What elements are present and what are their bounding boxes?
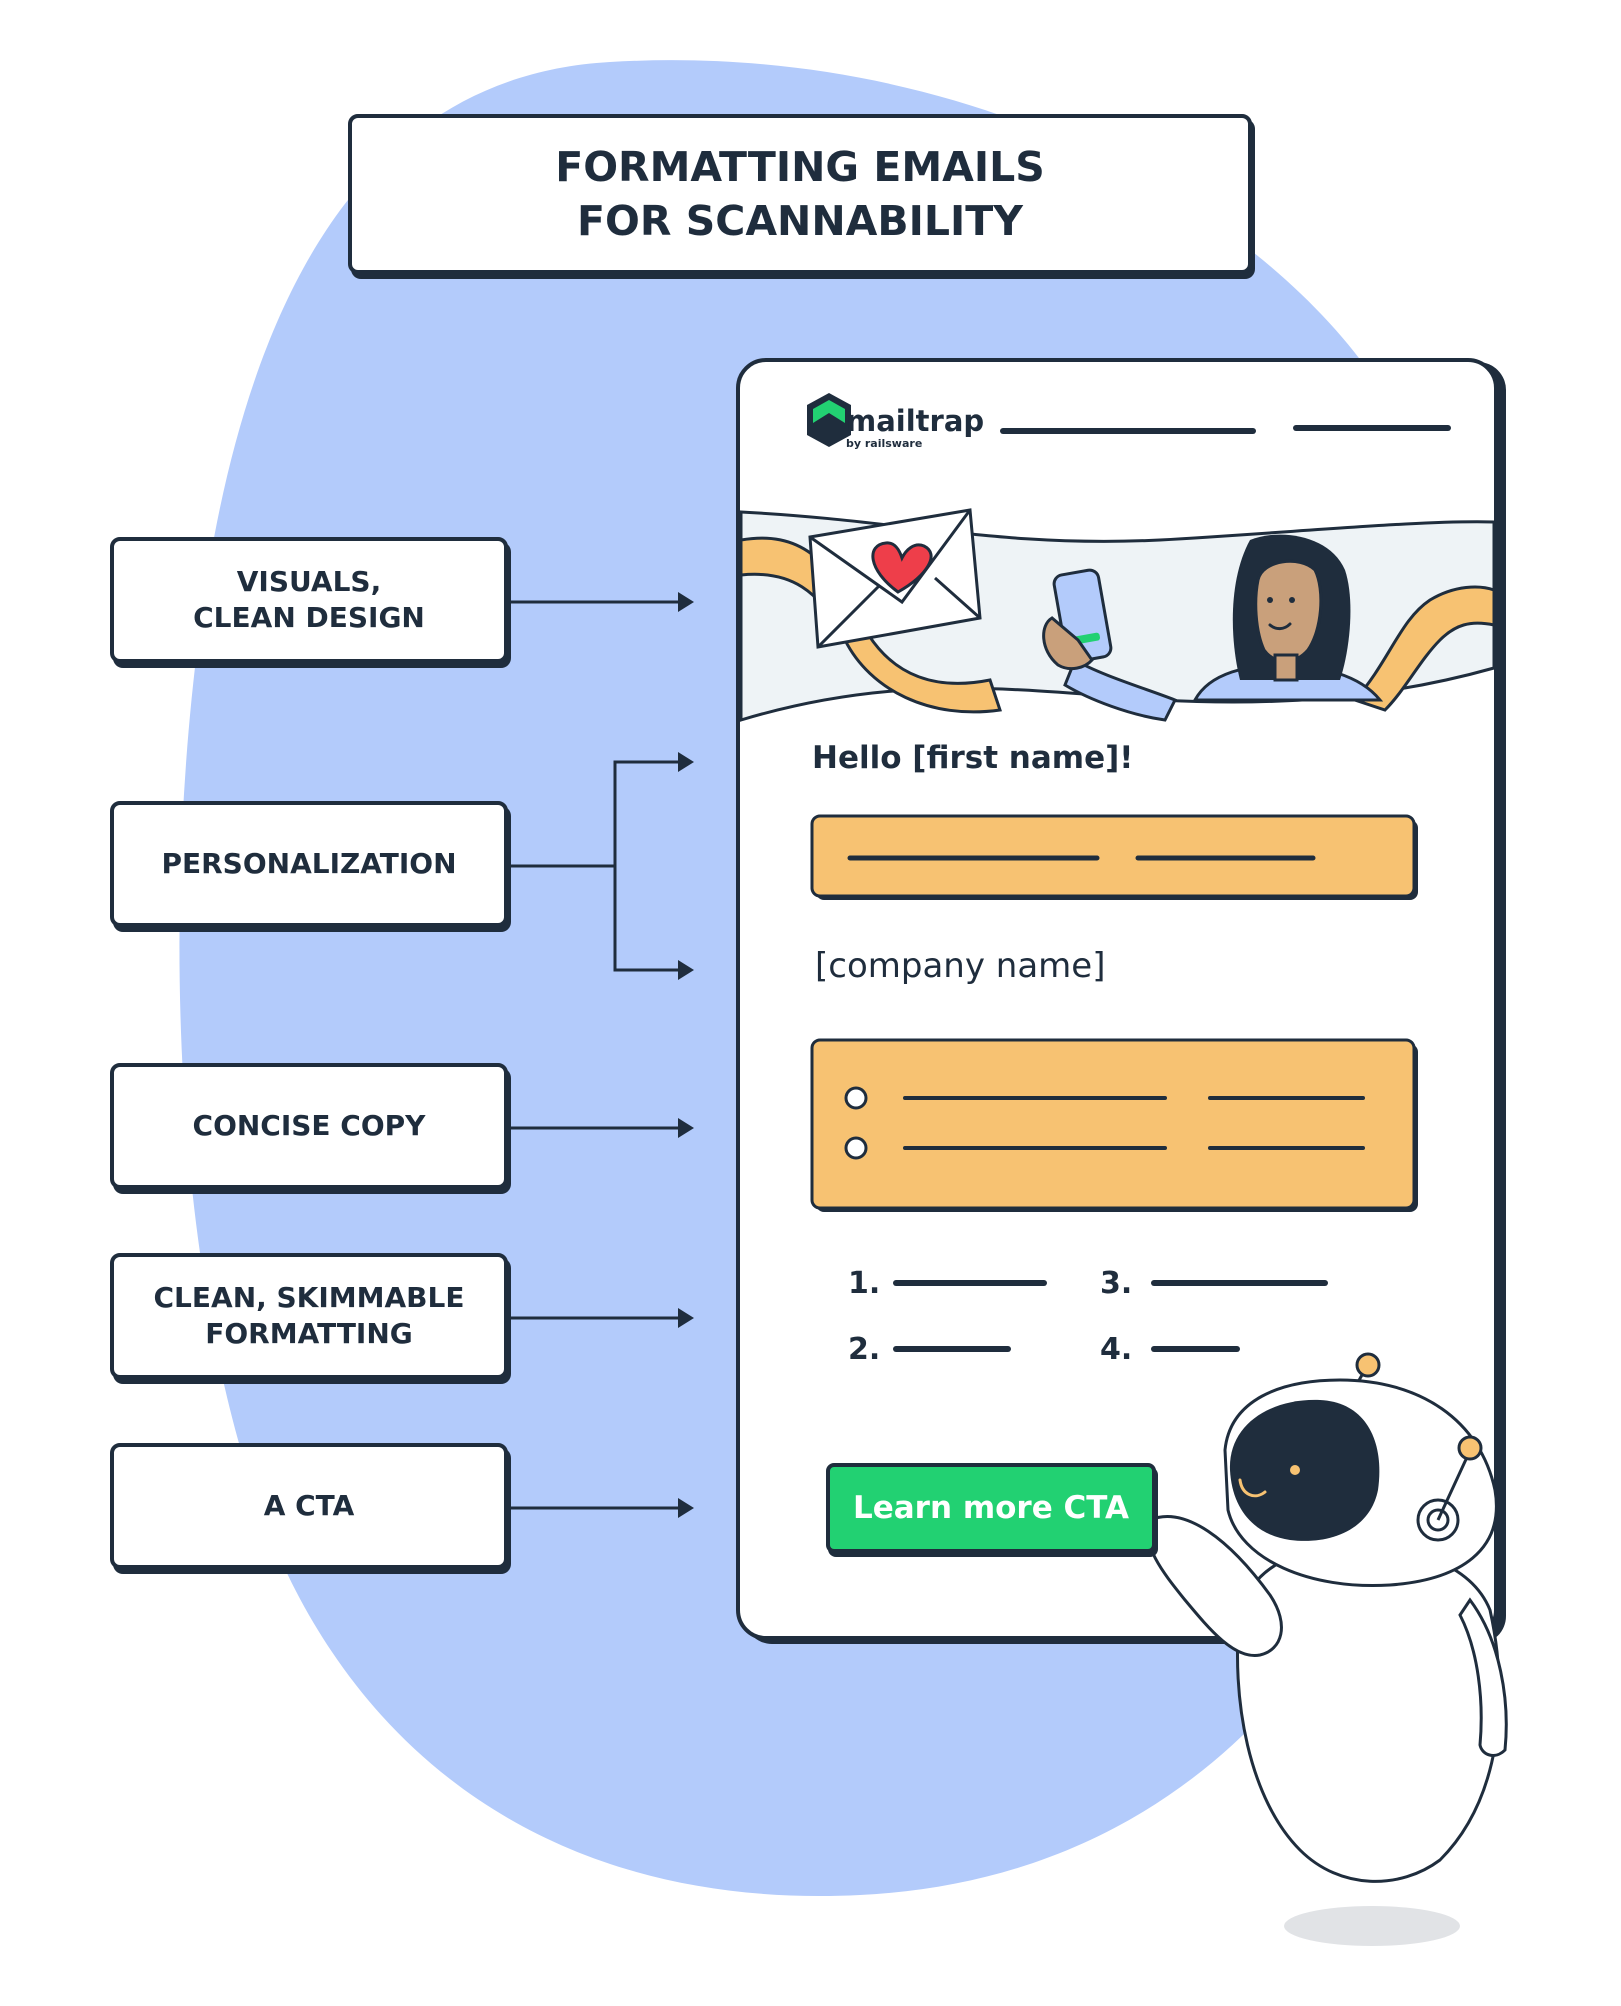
label-text: CLEAN, SKIMMABLE FORMATTING	[153, 1281, 465, 1350]
robot-mascot-icon	[1146, 1352, 1508, 1946]
label-visuals-clean-design: VISUALS, CLEAN DESIGN	[110, 537, 508, 663]
label-personalization: PERSONALIZATION	[110, 801, 508, 927]
email-greeting: Hello [first name]!	[812, 740, 1134, 776]
highlight-bar	[810, 814, 1416, 898]
title-line-1: FORMATTING EMAILS	[555, 143, 1045, 191]
learn-more-cta-button[interactable]: Learn more CTA	[826, 1463, 1156, 1553]
ribbon-right	[1352, 585, 1496, 712]
brand-name: mailtrap	[846, 404, 985, 438]
mailtrap-logo-icon	[807, 393, 851, 447]
heart-envelope-icon	[808, 508, 982, 649]
company-name: [company name]	[815, 946, 1106, 986]
connector-lines	[508, 600, 680, 1510]
woman-avatar-icon	[1192, 534, 1384, 702]
list-number: 4.	[1100, 1332, 1133, 1367]
label-skimmable-formatting: CLEAN, SKIMMABLE FORMATTING	[110, 1253, 508, 1379]
bullet-dot	[844, 1136, 868, 1160]
label-text: A CTA	[263, 1489, 355, 1522]
list-number: 1.	[848, 1266, 881, 1301]
label-concise-copy: CONCISE COPY	[110, 1063, 508, 1189]
label-text: PERSONALIZATION	[161, 847, 457, 880]
label-text: CONCISE COPY	[192, 1109, 426, 1142]
phone-icon	[1042, 568, 1178, 722]
label-text: VISUALS, CLEAN DESIGN	[193, 565, 425, 634]
label-a-cta: A CTA	[110, 1443, 508, 1569]
list-number: 2.	[848, 1332, 881, 1367]
brand-subtitle: by railsware	[846, 437, 923, 450]
bullet-dot	[844, 1086, 868, 1110]
list-number: 3.	[1100, 1266, 1133, 1301]
diagram-title: FORMATTING EMAILS FOR SCANNABILITY	[348, 114, 1252, 274]
bullet-box	[810, 1038, 1416, 1210]
title-line-2: FOR SCANNABILITY	[577, 197, 1023, 245]
arrow-heads	[678, 592, 694, 1518]
